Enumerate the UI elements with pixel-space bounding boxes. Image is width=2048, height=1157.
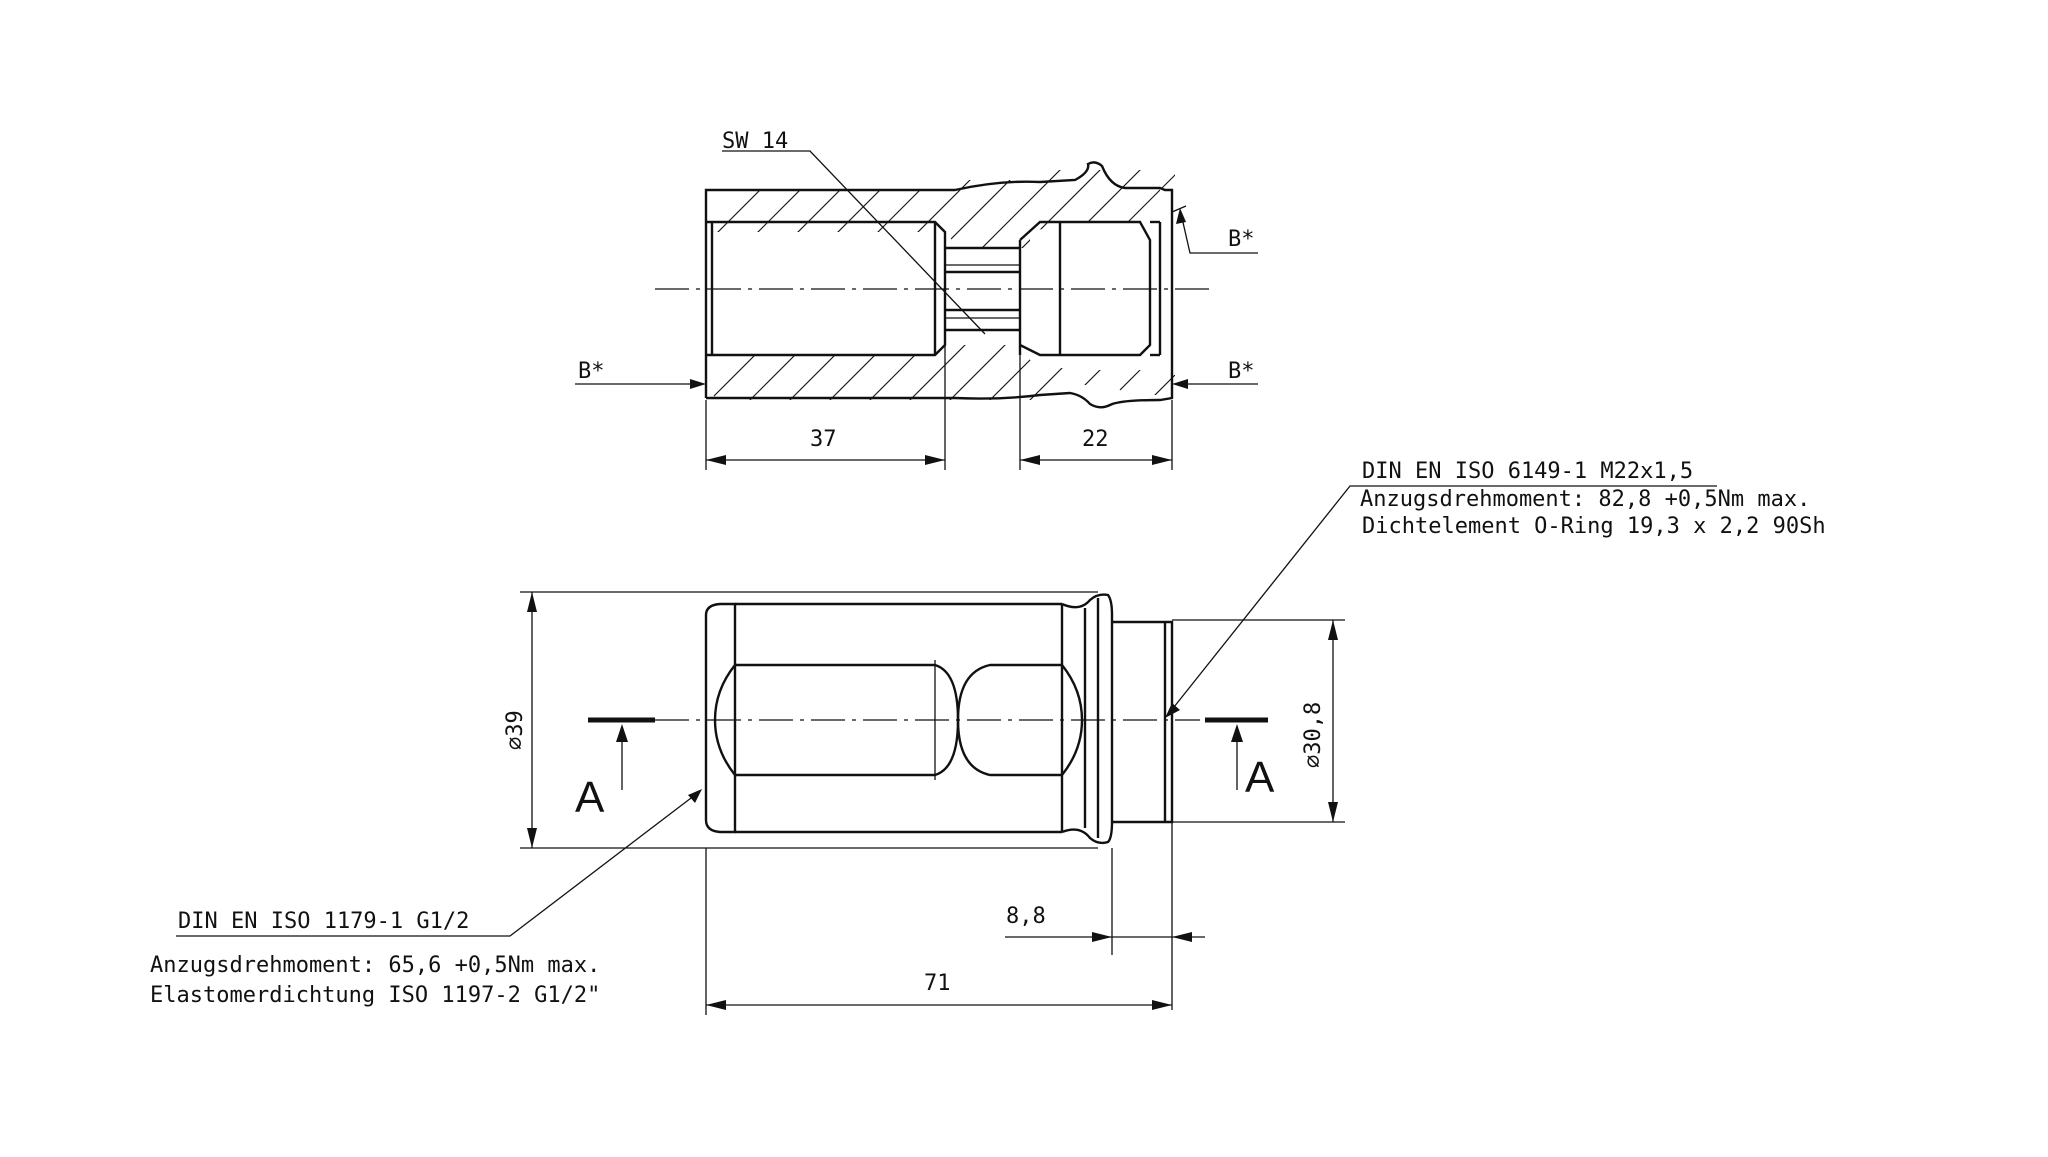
- label-b-left: B*: [578, 359, 605, 384]
- arrow-left-callout: [688, 789, 702, 803]
- callout-left: DIN EN ISO 1179-1 G1/2 Anzugsdrehmoment:…: [150, 789, 702, 1008]
- dim-text-88: 8,8: [1006, 904, 1046, 929]
- leader-right-callout: [1169, 485, 1717, 713]
- leader-left-callout: [176, 794, 696, 937]
- arrow-37-right: [925, 455, 945, 465]
- arrow-d39-bottom: [527, 828, 537, 848]
- arrow-88-right: [1172, 932, 1192, 942]
- outer-contour-top: [704, 161, 1174, 409]
- section-line-b-right-top: [1181, 217, 1258, 254]
- callout-right-line1: DIN EN ISO 6149-1 M22x1,5: [1362, 459, 1693, 484]
- tick-b-right-top: [1171, 205, 1187, 213]
- callout-left-line2: Anzugsdrehmoment: 65,6 +0,5Nm max.: [150, 953, 600, 978]
- callout-left-line3: Elastomerdichtung ISO 1197-2 G1/2": [150, 983, 600, 1008]
- section-letter-a-left: A: [575, 773, 605, 822]
- arrow-d39-top: [527, 592, 537, 612]
- section-a-arrow-right: [1231, 724, 1243, 742]
- side-view: A A ⌀39 ⌀30,8 8,8 71: [503, 591, 1345, 1015]
- callout-right-line3: Dichtelement O-Ring 19,3 x 2,2 90Sh: [1362, 514, 1826, 539]
- label-b-right-bottom: B*: [1228, 359, 1255, 384]
- body-right-shoulder: [1061, 593, 1114, 845]
- arrow-22-left: [1020, 455, 1040, 465]
- callout-right-line2: Anzugsdrehmoment: 82,8 +0,5Nm max.: [1360, 487, 1810, 512]
- leader-sw14: [722, 150, 986, 335]
- arrow-22-right: [1152, 455, 1172, 465]
- section-a-arrow-left: [616, 724, 628, 742]
- label-b-right-top: B*: [1228, 227, 1255, 252]
- arrow-b-left: [690, 379, 706, 389]
- dim-text-22: 22: [1082, 427, 1109, 452]
- body-outline: [704, 602, 737, 834]
- callout-right: DIN EN ISO 6149-1 M22x1,5 Anzugsdrehmome…: [1165, 459, 1826, 718]
- dim-text-d39: ⌀39: [503, 710, 528, 750]
- bore-right: [1018, 220, 1152, 357]
- dim-text-37: 37: [810, 427, 837, 452]
- label-sw14: SW 14: [722, 129, 788, 154]
- arrow-d308-bottom: [1328, 802, 1338, 822]
- callout-left-line1: DIN EN ISO 1179-1 G1/2: [178, 909, 469, 934]
- arrow-37-left: [706, 455, 726, 465]
- dim-text-71: 71: [924, 971, 951, 996]
- arrow-88-left: [1092, 932, 1112, 942]
- arrow-d308-top: [1328, 620, 1338, 640]
- hex-through-hole: [945, 246, 1020, 332]
- section-view-top: SW 14 B* B* B* 37 22: [575, 129, 1258, 470]
- dim-text-d308: ⌀30,8: [1301, 702, 1326, 768]
- section-letter-a-right: A: [1245, 753, 1275, 802]
- spigot: [1112, 620, 1174, 824]
- arrow-71-left: [706, 1000, 726, 1010]
- arrow-71-right: [1152, 1000, 1172, 1010]
- arrow-b-right-top: [1176, 208, 1186, 224]
- arrow-b-right-bottom: [1172, 379, 1188, 389]
